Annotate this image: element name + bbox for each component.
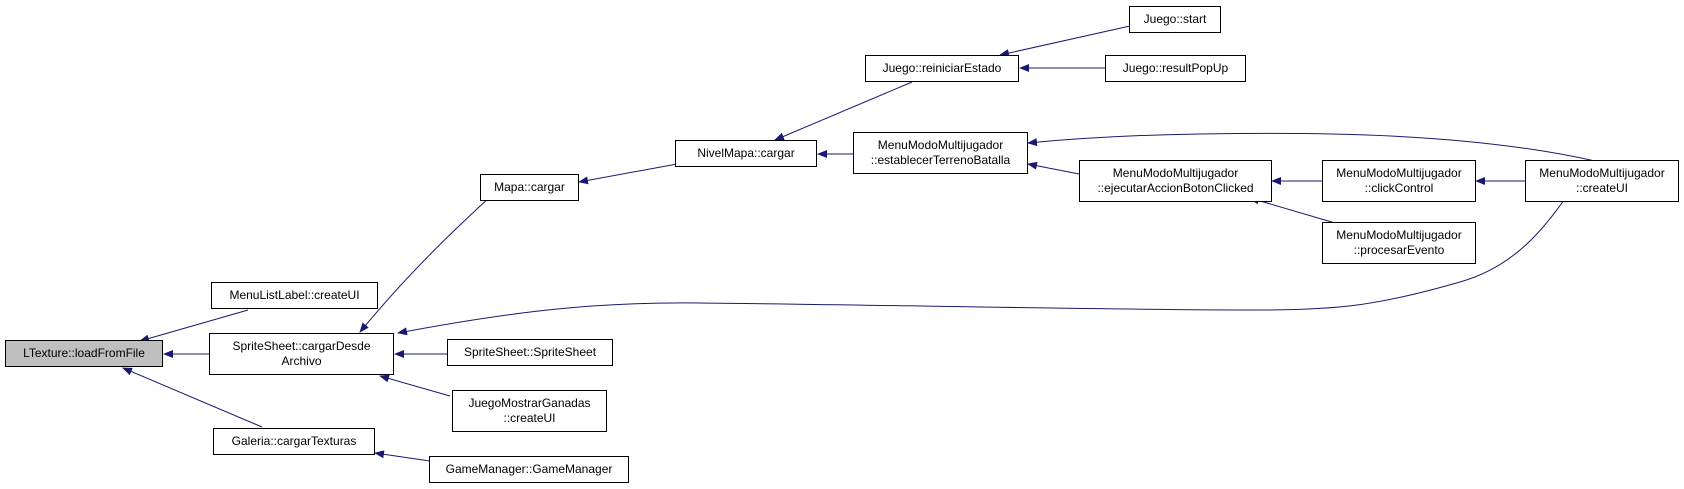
node-menumodo-procesarevento[interactable]: MenuModoMultijugador ::procesarEvento (1322, 222, 1476, 264)
edge-menulistlabel-to-ltexture (139, 309, 249, 343)
node-mapa-cargar[interactable]: Mapa::cargar (480, 174, 579, 201)
edge-createui-to-establecer (1027, 132, 1596, 162)
node-ltexture-loadfromfile: LTexture::loadFromFile (5, 340, 163, 367)
node-juego-resultpopup[interactable]: Juego::resultPopUp (1105, 55, 1246, 82)
edge-juegomostrar-to-spritesheet (379, 374, 451, 397)
node-menumodo-createui[interactable]: MenuModoMultijugador ::createUI (1525, 160, 1679, 202)
edge-nivelmapa-to-mapa (578, 163, 678, 185)
node-menumodo-establecerterrenobatalla[interactable]: MenuModoMultijugador ::establecerTerreno… (853, 132, 1028, 174)
edge-createui-to-spritesheet (397, 171, 1584, 336)
edge-procesarevento-to-ejecutar (1249, 196, 1336, 224)
node-gamemanager-gamemanager[interactable]: GameManager::GameManager (429, 456, 629, 483)
edge-gamemanager-to-galeria (374, 450, 431, 462)
node-juegomostrarganadas-createui[interactable]: JuegoMostrarGanadas ::createUI (452, 390, 607, 432)
node-spritesheet-cargardesdearchivo[interactable]: SpriteSheet::cargarDesde Archivo (209, 333, 394, 375)
edge-ejecutar-to-establecer (1027, 161, 1080, 175)
node-spritesheet-spritesheet[interactable]: SpriteSheet::SpriteSheet (447, 339, 613, 366)
node-galeria-cargartexturas[interactable]: Galeria::cargarTexturas (213, 428, 375, 455)
node-menulistlabel-createui[interactable]: MenuListLabel::createUI (211, 282, 378, 309)
edge-start-to-reiniciar (999, 25, 1131, 57)
node-juego-start[interactable]: Juego::start (1129, 6, 1221, 33)
edge-galeria-to-ltexture (122, 367, 263, 428)
node-menumodo-ejecutaraccionbotonclicked[interactable]: MenuModoMultijugador ::ejecutarAccionBot… (1079, 160, 1272, 202)
node-nivelmapa-cargar[interactable]: NivelMapa::cargar (675, 140, 817, 167)
node-menumodo-clickcontrol[interactable]: MenuModoMultijugador ::clickControl (1322, 160, 1476, 202)
node-juego-reiniciarestado[interactable]: Juego::reiniciarEstado (865, 55, 1019, 82)
edge-reiniciar-to-nivelmapa (774, 81, 913, 141)
